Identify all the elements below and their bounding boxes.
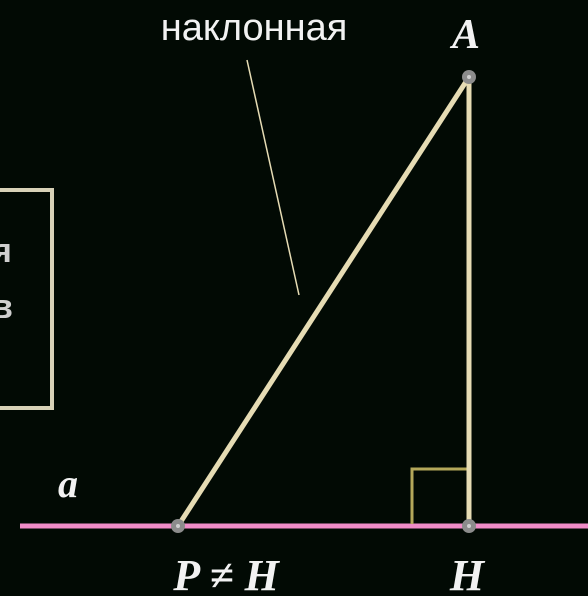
slant-caption: наклонная xyxy=(161,7,348,49)
slant-ap xyxy=(175,75,472,528)
point-h-label: H xyxy=(449,551,486,596)
text-box-line-1: я xyxy=(0,232,12,270)
point-p-label: P ≠ H xyxy=(172,551,280,596)
right-angle-marker xyxy=(410,467,469,524)
text-box-frame xyxy=(0,188,54,410)
line-a-label: a xyxy=(58,461,78,506)
caption-pointer xyxy=(246,59,300,296)
point-h-dot xyxy=(462,519,476,533)
point-a-label: A xyxy=(449,12,480,58)
point-a-dot xyxy=(462,70,476,84)
text-box-line-2: в xyxy=(0,288,13,326)
point-p-dot xyxy=(171,519,185,533)
